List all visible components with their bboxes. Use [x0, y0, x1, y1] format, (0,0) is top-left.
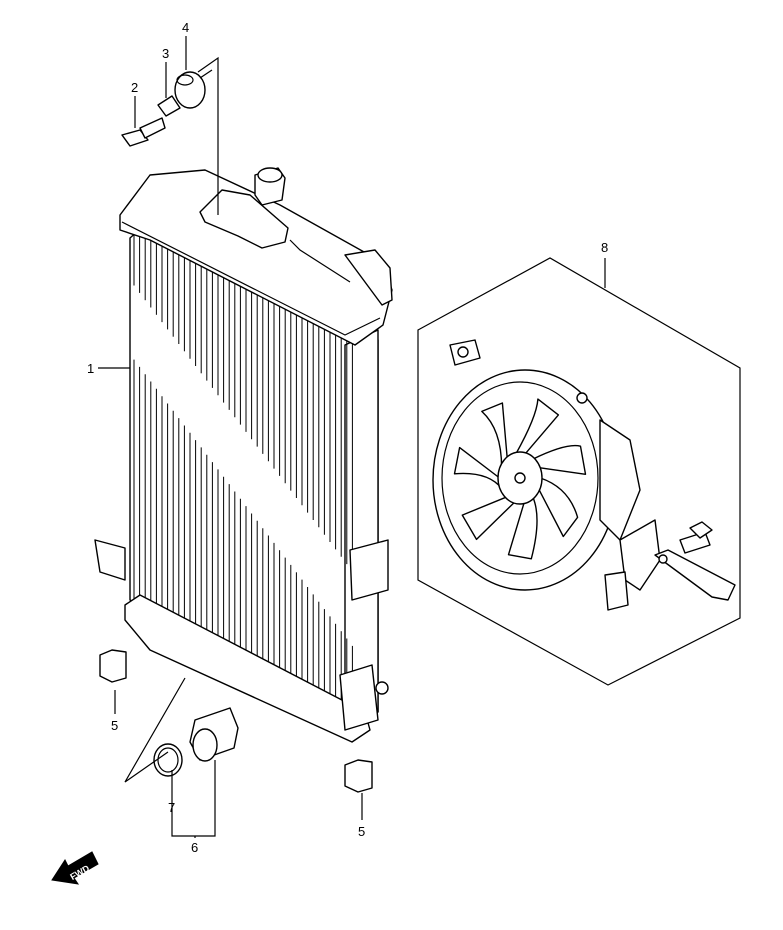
- callout-8: 8: [601, 240, 608, 255]
- callout-3: 3: [162, 46, 169, 61]
- fan-blade: [461, 496, 517, 541]
- bolt-part-2: [121, 117, 166, 147]
- radiator-fins: [133, 230, 353, 714]
- cooling-fan-assembly: [417, 257, 741, 686]
- thermo-switch-part-6: [189, 707, 239, 762]
- callout-2: 2: [131, 80, 138, 95]
- o-ring-part-7: [153, 743, 183, 777]
- callout-5-right: 5: [358, 824, 365, 839]
- collar-part-3: [157, 95, 181, 117]
- fan-blade: [453, 446, 503, 490]
- fan-blade: [507, 496, 538, 560]
- fan-blades: [453, 398, 587, 560]
- grommet-part-4: [174, 71, 206, 109]
- callout-7: 7: [168, 800, 175, 815]
- callout-6: 6: [191, 840, 198, 855]
- callout-labels: 1 2 3 4 5 5 6 7 8: [87, 20, 608, 855]
- fan-blade: [481, 402, 508, 469]
- callout-4: 4: [182, 20, 189, 35]
- fwd-arrow: FWD: [51, 851, 99, 885]
- fan-blade: [537, 477, 579, 538]
- clip-part-5-left: [99, 649, 127, 683]
- radiator: [94, 167, 393, 743]
- clip-part-5-right: [344, 759, 373, 793]
- callout-1: 1: [87, 361, 94, 376]
- callout-5-left: 5: [111, 718, 118, 733]
- leader-lines: [98, 36, 606, 838]
- fan-blade: [532, 444, 587, 475]
- fan-blade: [514, 398, 560, 456]
